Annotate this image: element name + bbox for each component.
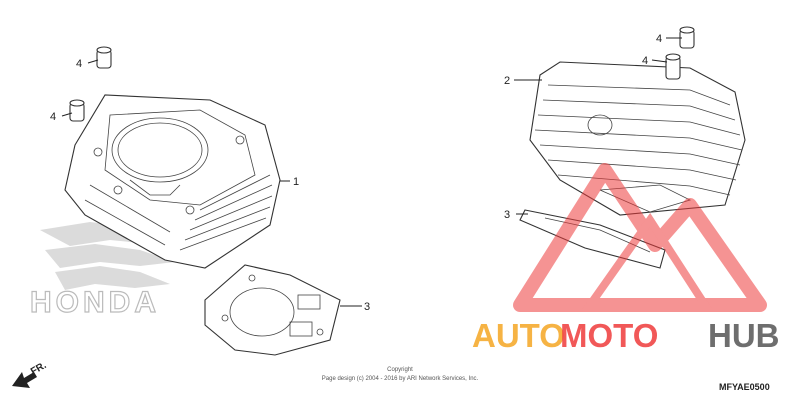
dowel-pin-right-lower [665, 53, 681, 80]
callout-4-right-lower: 4 [642, 55, 648, 67]
diagram-code: MFYAE0500 [719, 382, 770, 392]
cylinder-left [64, 94, 281, 269]
callout-3-right: 3 [504, 209, 510, 221]
dowel-pin-left-upper [96, 46, 112, 69]
brand-hub: HUB [708, 317, 780, 354]
callout-4-right-upper: 4 [656, 33, 662, 45]
copyright-text: Page design (c) 2004 - 2016 by ARI Netwo… [322, 376, 479, 382]
dowel-pin-left-lower [69, 99, 85, 122]
honda-wordmark: HONDA [30, 286, 160, 319]
cylinder-right [529, 61, 746, 216]
brand-auto: AUTO [472, 317, 565, 354]
callout-1: 1 [293, 176, 299, 188]
brand-moto: MOTO [560, 317, 658, 354]
callout-4-left-upper: 4 [76, 58, 82, 70]
callout-4-left-lower: 4 [50, 111, 56, 123]
copyright-title: Copyright [387, 367, 413, 373]
direction-label: FR. [29, 360, 49, 378]
leader-lines [61, 37, 682, 307]
arrow-icon [12, 372, 37, 388]
callout-3-left: 3 [364, 301, 370, 313]
automotohub-wordmark: AUTO MOTO HUB [472, 317, 780, 354]
front-direction-indicator: FR. [12, 360, 49, 388]
callout-2: 2 [504, 75, 510, 87]
gasket-left [204, 264, 341, 356]
dowel-pin-right-upper [679, 26, 695, 49]
automotohub-logo-mark [513, 163, 767, 312]
